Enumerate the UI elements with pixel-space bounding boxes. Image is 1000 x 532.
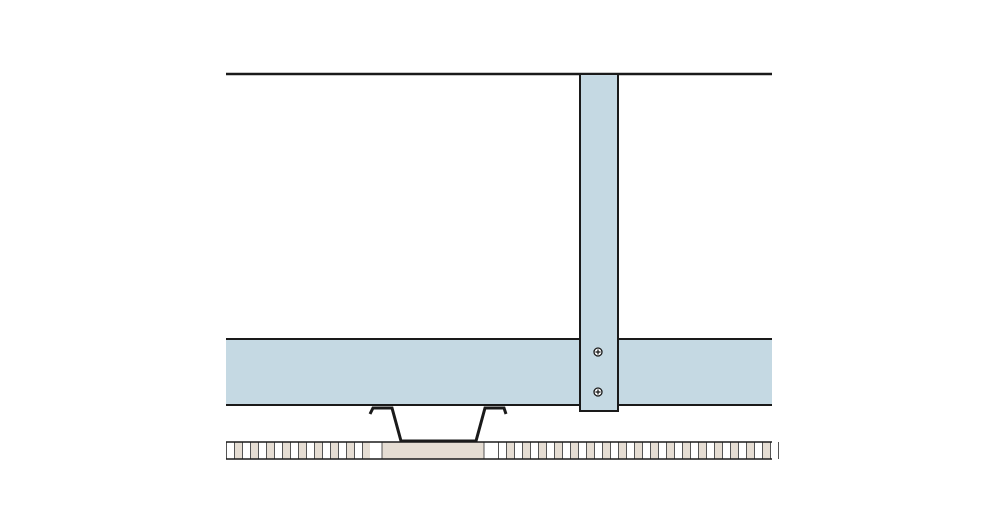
screw-icon xyxy=(593,387,603,397)
board-cell xyxy=(602,442,610,459)
board-cell xyxy=(330,442,338,459)
board-cell xyxy=(282,442,290,459)
board-cell xyxy=(746,442,754,459)
board-cell xyxy=(522,442,530,459)
board-cell xyxy=(346,442,354,459)
board-cell xyxy=(234,442,242,459)
board-cell xyxy=(554,442,562,459)
board-cell xyxy=(698,442,706,459)
ceiling-board-strip xyxy=(226,441,779,460)
board-cell xyxy=(506,442,514,459)
board-cell xyxy=(362,442,370,459)
vertical-hanger xyxy=(579,73,619,412)
board-cell xyxy=(730,442,738,459)
board-cell xyxy=(570,442,578,459)
board-cell xyxy=(618,442,626,459)
board-cell xyxy=(586,442,594,459)
board-cell xyxy=(650,442,658,459)
board-cell xyxy=(762,442,770,459)
hat-channel-clip xyxy=(368,406,508,443)
board-cell xyxy=(714,442,722,459)
screw-icon xyxy=(593,347,603,357)
board-cell xyxy=(538,442,546,459)
board-cell xyxy=(266,442,274,459)
board-cell xyxy=(314,442,322,459)
board-cell xyxy=(298,442,306,459)
board-cell xyxy=(250,442,258,459)
board-solid-section xyxy=(381,441,485,460)
board-cell xyxy=(666,442,674,459)
board-cell xyxy=(634,442,642,459)
horizontal-beam xyxy=(226,339,772,405)
board-cell xyxy=(682,442,690,459)
